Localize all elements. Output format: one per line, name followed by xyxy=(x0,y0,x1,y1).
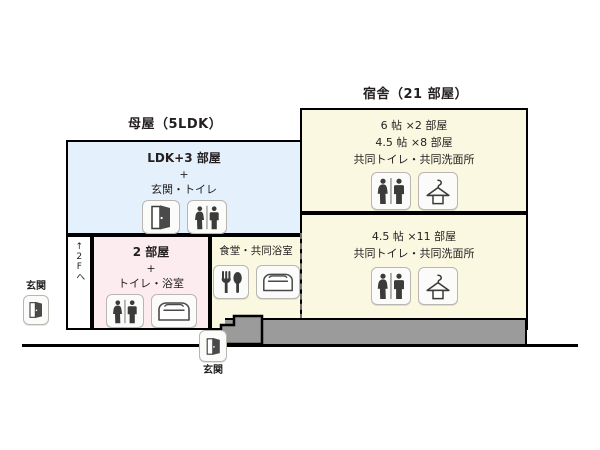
door-icon xyxy=(23,295,49,325)
dormitory-lower-icons xyxy=(302,267,526,305)
cutlery-icon xyxy=(212,265,249,299)
dormitory-lower-line1: 4.5 帖 ×11 部屋 xyxy=(371,230,457,243)
foundation-platform xyxy=(225,318,527,344)
bedroom-line3: トイレ・浴室 xyxy=(118,277,184,290)
dining-line1: 食堂・共同浴室 xyxy=(219,245,293,257)
dormitory-upper-line1: 6 帖 ×2 部屋 xyxy=(380,119,448,132)
main-house-upper-icons xyxy=(68,200,300,234)
door-icon xyxy=(141,200,180,234)
entrance-left-label: 玄関 xyxy=(26,281,46,292)
dormitory-upper-floor: 6 帖 ×2 部屋 4.5 帖 ×8 部屋 共同トイレ・共同洗面所 xyxy=(300,108,528,213)
entrance-left: 玄関 xyxy=(23,281,49,325)
bedroom-line1: 2 部屋 xyxy=(132,245,170,259)
restroom-icon xyxy=(370,267,411,305)
main-house-upper-line1: LDK+3 部屋 xyxy=(147,151,221,165)
stair-direction-text: ↑2Fへ xyxy=(74,242,85,281)
main-house-bedroom-block: 2 部屋 + トイレ・浴室 xyxy=(92,235,210,330)
bedroom-icons xyxy=(94,294,208,328)
bathtub-icon xyxy=(255,265,300,299)
main-house-upper-line3: 玄関・トイレ xyxy=(151,183,217,196)
restroom-icon xyxy=(186,200,227,234)
dormitory-lower-line2: 共同トイレ・共同洗面所 xyxy=(353,247,475,260)
stairwell-column xyxy=(66,235,92,330)
building-separator-dashed-line xyxy=(300,233,302,330)
bedroom-line2: + xyxy=(146,262,156,275)
main-house-upper-line2: + xyxy=(179,168,189,181)
dormitory-upper-icons xyxy=(302,172,526,210)
entrance-bottom-label: 玄関 xyxy=(203,365,223,376)
hanger-icon xyxy=(417,172,458,210)
main-house-upper-floor: LDK+3 部屋 + 玄関・トイレ xyxy=(66,140,302,235)
dormitory-upper-line2: 4.5 帖 ×8 部屋 xyxy=(375,136,453,149)
bathtub-icon xyxy=(150,294,197,328)
dining-icons xyxy=(212,265,300,299)
door-icon xyxy=(199,330,227,362)
dormitory-title: 宿舎（21 部屋） xyxy=(363,87,469,102)
main-house-dining-block: 食堂・共同浴室 xyxy=(210,235,302,330)
entrance-bottom: 玄関 xyxy=(199,330,227,376)
restroom-icon xyxy=(370,172,411,210)
restroom-icon xyxy=(105,294,144,328)
ground-line xyxy=(22,344,578,347)
dormitory-upper-line3: 共同トイレ・共同洗面所 xyxy=(353,153,475,166)
stair-direction-label: ↑2Fへ xyxy=(66,238,92,330)
dormitory-lower-floor: 4.5 帖 ×11 部屋 共同トイレ・共同洗面所 xyxy=(300,213,528,330)
main-house-title: 母屋（5LDK） xyxy=(128,117,223,132)
hanger-icon xyxy=(417,267,458,305)
